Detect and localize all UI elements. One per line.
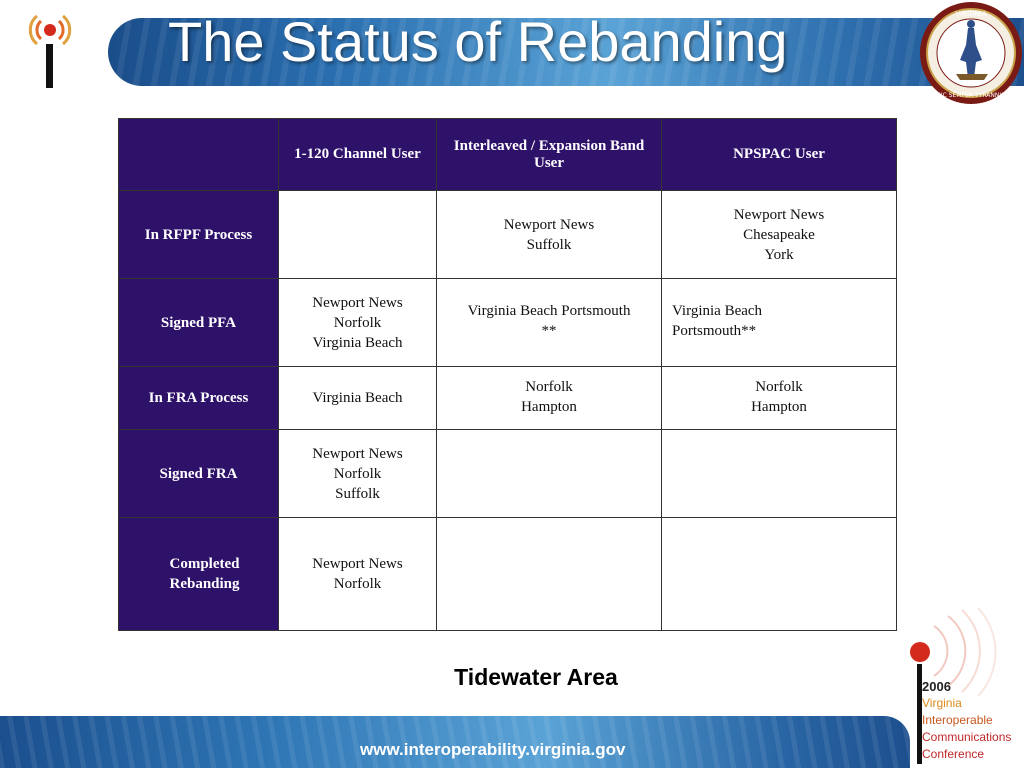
row-header-in-rfpf-process: In RFPF Process xyxy=(118,190,279,279)
cell-line: ** xyxy=(541,323,557,339)
seal-text-bottom: SIC SEMPER TYRANNIS xyxy=(937,92,1005,99)
conference-line-1: Virginia xyxy=(922,696,962,710)
cell-line: Virginia Beach xyxy=(312,390,403,406)
table-cell xyxy=(278,190,437,279)
column-header-npspac: NPSPAC User xyxy=(661,118,897,191)
table-header-row: 1-120 Channel User Interleaved / Expansi… xyxy=(118,118,897,191)
cell-line: Suffolk xyxy=(335,486,380,502)
cell-line: Norfolk xyxy=(755,379,803,395)
table-row: In FRA Process Virginia Beach Norfolk Ha… xyxy=(118,366,897,430)
virginia-seal-icon: VIRGINIA SIC SEMPER TYRANNIS xyxy=(920,2,1022,104)
table-row: Signed FRA Newport News Norfolk Suffolk xyxy=(118,429,897,518)
rebanding-status-table: 1-120 Channel User Interleaved / Expansi… xyxy=(118,118,897,631)
row-header-signed-fra: Signed FRA xyxy=(118,429,279,518)
table-cell: Newport News Norfolk Suffolk xyxy=(278,429,437,518)
footer-url-link[interactable]: www.interoperability.virginia.gov xyxy=(360,740,626,759)
table-cell: Newport News Norfolk xyxy=(278,517,437,631)
table-cell xyxy=(436,429,662,518)
row-header-signed-pfa: Signed PFA xyxy=(118,278,279,367)
cell-line: Virginia Beach xyxy=(672,303,763,319)
conference-line-4: Conference xyxy=(922,747,985,761)
table-cell: Newport News Chesapeake York xyxy=(661,190,897,279)
header-corner-cell xyxy=(118,118,279,191)
table-cell xyxy=(436,517,662,631)
table-row: In RFPF Process Newport News Suffolk New… xyxy=(118,190,897,279)
cell-line: Suffolk xyxy=(526,237,572,253)
slide-title: The Status of Rebanding xyxy=(168,10,788,73)
cell-line: Norfolk xyxy=(333,315,382,331)
interoperability-logo-icon xyxy=(28,14,72,88)
row-header-completed-rebanding: Completed Rebanding xyxy=(118,517,279,631)
conference-line-2: Interoperable xyxy=(922,713,993,727)
cell-line: Hampton xyxy=(751,399,807,415)
table-cell: Norfolk Hampton xyxy=(661,366,897,430)
cell-line: Hampton xyxy=(521,399,577,415)
conference-year: 2006 xyxy=(922,679,951,694)
cell-line: Newport News xyxy=(312,446,403,462)
cell-line: York xyxy=(764,247,794,263)
table-cell xyxy=(661,429,897,518)
cell-line: Newport News xyxy=(312,295,403,311)
column-header-1-120-channel: 1-120 Channel User xyxy=(278,118,437,191)
cell-line: Norfolk xyxy=(333,576,382,592)
table-row: Completed Rebanding Newport News Norfolk xyxy=(118,517,897,631)
row-header-in-fra-process: In FRA Process xyxy=(118,366,279,430)
cell-line: Virginia Beach Portsmouth xyxy=(467,303,631,319)
table-cell: Virginia Beach Portsmouth** xyxy=(661,278,897,367)
cell-line: Newport News xyxy=(733,207,825,223)
table-cell: Newport News Suffolk xyxy=(436,190,662,279)
conference-name: 2006 Virginia Interoperable Communicatio… xyxy=(922,678,1011,763)
footer-banner xyxy=(0,716,910,768)
cell-line: Chesapeake xyxy=(743,227,815,243)
seal-text-top: VIRGINIA xyxy=(955,10,987,18)
cell-line: Virginia Beach xyxy=(312,335,403,351)
table-row: Signed PFA Newport News Norfolk Virginia… xyxy=(118,278,897,367)
header-banner xyxy=(108,18,1024,86)
conference-logo-icon xyxy=(910,607,997,764)
table-caption: Tidewater Area xyxy=(454,664,618,690)
column-header-interleaved: Interleaved / Expansion Band User xyxy=(436,118,662,191)
cell-line: Norfolk xyxy=(525,379,573,395)
table-cell xyxy=(661,517,897,631)
table-cell: Virginia Beach Portsmouth ** xyxy=(436,278,662,367)
cell-line: Newport News xyxy=(503,217,595,233)
table-cell: Newport News Norfolk Virginia Beach xyxy=(278,278,437,367)
cell-line: Portsmouth** xyxy=(672,323,757,339)
table-cell: Virginia Beach xyxy=(278,366,437,430)
cell-line: Norfolk xyxy=(333,466,382,482)
cell-line: Newport News xyxy=(312,556,403,572)
conference-line-3: Communications xyxy=(922,730,1012,744)
table-cell: Norfolk Hampton xyxy=(436,366,662,430)
